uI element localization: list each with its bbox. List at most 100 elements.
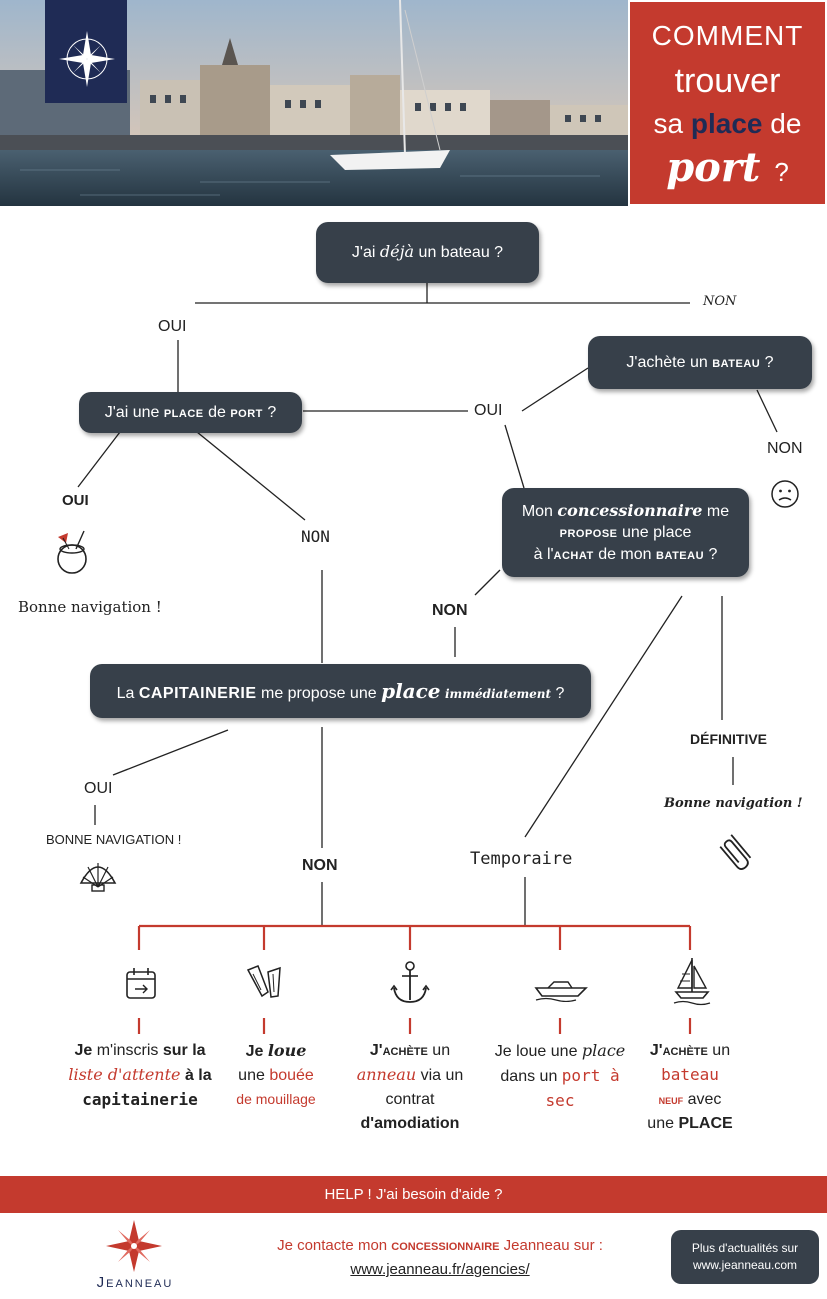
title-line1: COMMENT: [651, 20, 804, 51]
sailboat-icon: [673, 958, 711, 1006]
o1-red: liste d'attente: [68, 1065, 181, 1084]
contact-post: sur :: [573, 1237, 603, 1254]
o2-it: loue: [267, 1041, 307, 1060]
o1-e: capitainerie: [82, 1090, 198, 1109]
o2-red2: de mouillage: [236, 1091, 316, 1107]
flippers-icon: [246, 965, 281, 998]
label-non-top: NON: [703, 294, 737, 309]
label-non-mid: NON: [301, 527, 330, 546]
q5-b: me propose une: [260, 684, 377, 702]
o3-sc: J'achète: [369, 1042, 428, 1059]
o3-red: anneau: [356, 1065, 417, 1084]
question-harbour-office: La CAPITAINERIE me propose une place imm…: [90, 664, 591, 718]
motorboat-icon: [534, 981, 588, 1002]
option-new-boat-with-berth: J'achète un bateau neuf avec une PLACE: [630, 1039, 750, 1136]
title-line4-word: port: [666, 144, 761, 191]
o5-sc3: PLACE: [678, 1115, 733, 1132]
q5-q: ?: [555, 684, 565, 702]
q4-sc1: propose: [559, 524, 618, 542]
o1-a: Je: [74, 1042, 93, 1059]
jeanneau-logo: Jeanneau: [60, 1216, 210, 1296]
q3-pre: J'ai une: [104, 403, 160, 421]
label-oui-capitainerie: OUI: [84, 780, 113, 797]
label-oui-bold: OUI: [62, 492, 89, 509]
compass-star-logo-icon: [106, 1220, 162, 1272]
brand-name: Jeanneau: [96, 1274, 174, 1291]
label-definitive: DÉFINITIVE: [690, 731, 768, 747]
title-line3-post: de: [770, 108, 802, 139]
label-bonne-navigation-2: Bonne navigation !: [664, 796, 803, 811]
q3-mid: de: [208, 403, 226, 421]
q4-e: de mon: [598, 545, 652, 563]
o2-red1: bouée: [269, 1067, 314, 1084]
label-oui-left: OUI: [158, 318, 187, 335]
o2-a: Je: [245, 1043, 264, 1060]
q4-a: Mon: [521, 502, 553, 520]
q4-q: ?: [708, 545, 718, 563]
contact-brand: Jeanneau: [503, 1237, 570, 1254]
label-non-right: NON: [767, 440, 803, 457]
q1-pre: J'ai: [351, 244, 376, 262]
o4-red2: sec: [545, 1091, 575, 1110]
o4-b: dans un: [500, 1068, 558, 1085]
q4-d: à l': [533, 545, 554, 563]
o1-b: m'inscris: [96, 1042, 159, 1059]
title-line4-q: ?: [774, 157, 789, 187]
question-has-boat: J'ai déjà un bateau ?: [316, 222, 539, 283]
option-waiting-list: Je m'inscris sur la liste d'attente à la…: [55, 1039, 225, 1113]
q4-c: une place: [621, 524, 692, 542]
option-buoy: Je loue une bouée de mouillage: [212, 1039, 340, 1112]
q5-a: La: [116, 684, 135, 702]
q3-sc1: place: [163, 403, 204, 421]
question-buy-boat: J'achète un bateau ?: [588, 336, 812, 389]
help-bar[interactable]: HELP ! J'ai besoin d'aide ?: [0, 1176, 827, 1213]
q1-it: déjà: [379, 242, 415, 262]
sad-face-icon: [771, 480, 799, 508]
news-line2: www.jeanneau.com: [692, 1258, 798, 1272]
o5-sc: achète: [662, 1042, 708, 1059]
shell-icon: [79, 863, 117, 892]
q5-it2: immédiatement: [444, 686, 552, 701]
compass-rose-icon: [59, 31, 115, 87]
label-temporaire: Temporaire: [470, 849, 573, 869]
q4-sc2: achat: [553, 545, 594, 563]
q1-post: un bateau ?: [418, 244, 504, 262]
q2-sc: bateau: [712, 353, 761, 371]
title-line4: port ?: [630, 144, 825, 191]
paperclip-icon: [719, 834, 752, 870]
anchor-icon: [390, 961, 430, 1003]
agencies-link[interactable]: www.jeanneau.fr/agencies/: [350, 1261, 530, 1278]
calendar-icon: [126, 968, 156, 999]
label-oui-mid: OUI: [474, 402, 503, 419]
o5-sc2: neuf: [658, 1092, 684, 1107]
o5-c: avec: [687, 1091, 722, 1108]
label-bonne-navigation-1: Bonne navigation !: [18, 598, 162, 616]
title-line3: sa place de: [630, 108, 825, 140]
question-dealer-offers: Mon concessionnaire me propose une place…: [502, 488, 749, 577]
q4-sc3: bateau: [656, 545, 705, 563]
o3-c: contrat: [385, 1091, 435, 1108]
o5-b: un: [712, 1042, 731, 1059]
o4-red: port à: [561, 1066, 620, 1085]
contact-line: Je contacte mon concessionnaire Jeanneau…: [240, 1234, 640, 1258]
o2-b: une: [238, 1067, 265, 1084]
contact-sc: concessionnaire: [391, 1237, 500, 1254]
help-text: HELP ! J'ai besoin d'aide ?: [324, 1186, 503, 1203]
q2-q: ?: [764, 353, 774, 371]
title-box: COMMENT trouver sa place de port ?: [628, 0, 827, 206]
q3-q: ?: [267, 403, 277, 421]
q5-it: place: [381, 678, 441, 703]
o5-d: une: [647, 1115, 674, 1132]
news-box[interactable]: Plus d'actualités sur www.jeanneau.com: [671, 1230, 819, 1284]
news-line1: Plus d'actualités sur: [691, 1240, 799, 1255]
o3-a: un: [432, 1042, 451, 1059]
o5-a: J': [649, 1042, 663, 1059]
hero-photo: COMMENT trouver sa place de port ?: [0, 0, 827, 206]
title-line3-pre: sa: [653, 108, 684, 139]
footer-contact: Je contacte mon concessionnaire Jeanneau…: [240, 1234, 640, 1282]
o1-c: sur la: [162, 1042, 206, 1059]
coconut-drink-icon: [57, 530, 87, 574]
title-line3-accent: place: [690, 108, 763, 139]
q3-sc2: port: [230, 403, 263, 421]
